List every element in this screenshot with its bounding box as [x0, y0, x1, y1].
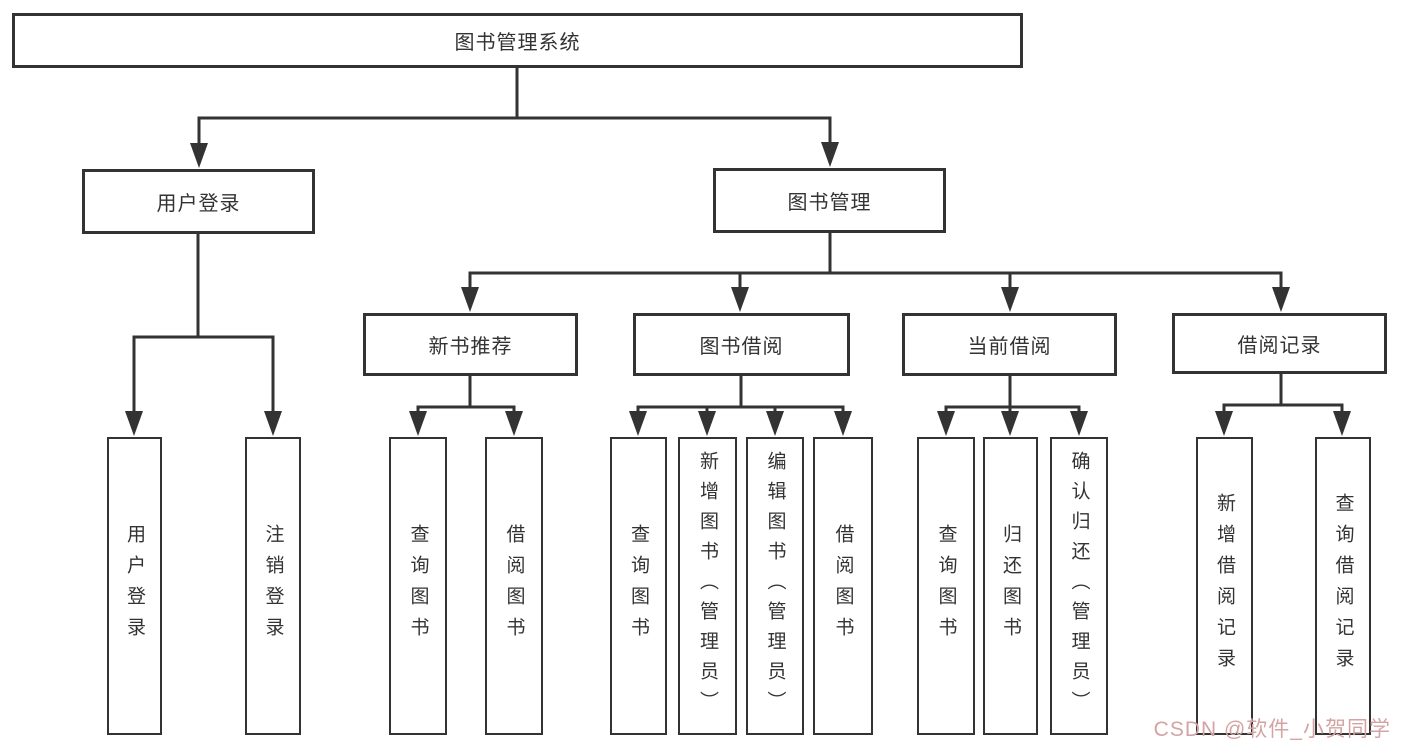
node-label: 查询借阅记录: [1332, 493, 1354, 679]
node-label: 新增图书（管理员）: [697, 451, 718, 721]
node-borrowing-records: 借阅记录: [1172, 313, 1387, 374]
node-label: 注销登录: [262, 524, 284, 648]
node-book-borrowing: 图书借阅: [633, 313, 850, 376]
node-label: 新增借阅记录: [1214, 493, 1235, 679]
node-label: 当前借阅: [967, 336, 1052, 358]
node-label: 借阅记录: [1237, 335, 1322, 357]
node-label: 查询图书: [628, 524, 649, 648]
node-label: 归还图书: [1000, 524, 1021, 648]
node-label: 新书推荐: [428, 336, 513, 358]
node-label: 借阅图书: [503, 524, 525, 648]
leaf-search-books-recommend: 查询图书: [389, 437, 447, 735]
node-label: 借阅图书: [832, 524, 854, 648]
node-label: 查询图书: [407, 524, 429, 648]
node-current-borrowing: 当前借阅: [902, 313, 1117, 376]
leaf-edit-books-admin: 编辑图书（管理员）: [746, 437, 804, 735]
node-label: 图书借阅: [699, 336, 784, 358]
csdn-watermark: CSDN @软件_小贺同学: [1153, 718, 1391, 741]
leaf-add-borrow-record: 新增借阅记录: [1196, 437, 1253, 735]
node-label: 用户登录: [156, 193, 241, 215]
node-label: 编辑图书（管理员）: [764, 451, 786, 721]
node-label: 用户登录: [124, 524, 145, 648]
leaf-borrow-books: 借阅图书: [813, 437, 873, 735]
leaf-add-books-admin: 新增图书（管理员）: [678, 437, 737, 735]
leaf-search-borrow-record: 查询借阅记录: [1315, 437, 1371, 735]
node-user-login: 用户登录: [82, 169, 315, 234]
node-label: 图书管理系统: [454, 32, 581, 54]
node-label: 图书管理: [787, 192, 872, 214]
node-book-management: 图书管理: [713, 168, 946, 233]
leaf-search-books-current: 查询图书: [917, 437, 975, 735]
leaf-logout: 注销登录: [245, 437, 301, 735]
node-new-book-recommendation: 新书推荐: [363, 313, 578, 376]
leaf-search-books-borrowing: 查询图书: [610, 437, 667, 735]
leaf-borrow-books-recommend: 借阅图书: [485, 437, 543, 735]
leaf-confirm-return-admin: 确认归还（管理员）: [1050, 437, 1108, 735]
node-library-management-system: 图书管理系统: [12, 13, 1023, 68]
node-label: 确认归还（管理员）: [1068, 451, 1090, 721]
leaf-return-books: 归还图书: [983, 437, 1038, 735]
node-label: 查询图书: [935, 524, 957, 648]
leaf-user-login: 用户登录: [107, 437, 162, 735]
